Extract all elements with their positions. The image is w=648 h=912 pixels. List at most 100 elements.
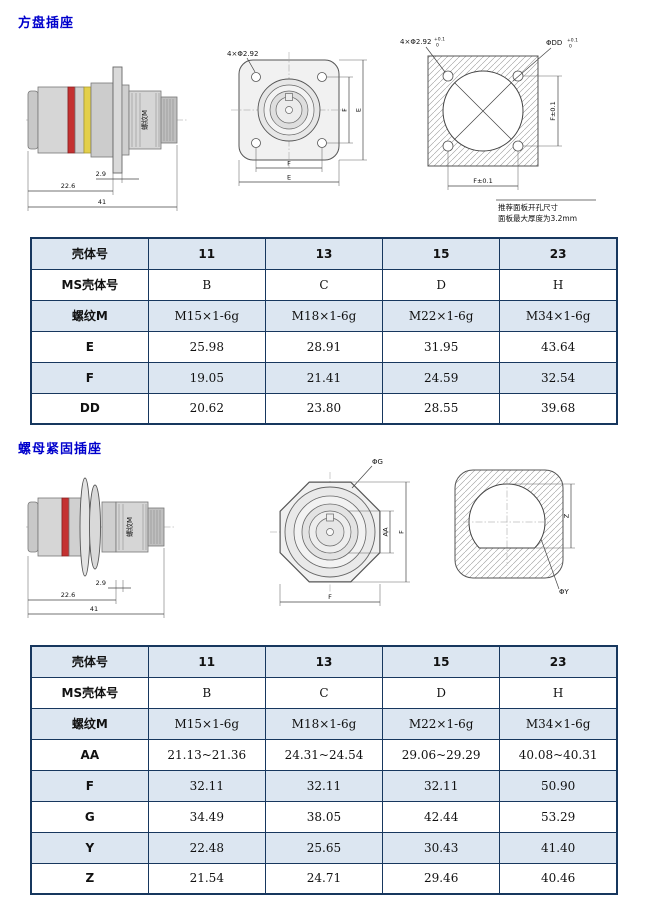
spec-cell: 29.46 bbox=[382, 862, 501, 895]
spec-cell: 28.55 bbox=[382, 392, 501, 425]
spec-cell: M18×1-6g bbox=[264, 299, 384, 332]
spec-cell: B bbox=[147, 676, 266, 709]
spec-cell: 43.64 bbox=[499, 330, 618, 363]
dim-label: E bbox=[355, 108, 363, 112]
thread-label: 螺纹M bbox=[125, 517, 134, 537]
mounting-hole bbox=[251, 138, 261, 148]
dim-label: F bbox=[328, 593, 332, 601]
spec-cell: 32.11 bbox=[382, 769, 501, 802]
jam-nut-side-view-drawing: 螺纹M 2.9 22.6 41 bbox=[26, 477, 176, 618]
front-view-dimensions: F E F E bbox=[238, 59, 367, 186]
holes-callout: 4×Φ2.92 bbox=[227, 50, 258, 58]
coupling-rings bbox=[257, 78, 321, 142]
panel-note: 推荐面板开孔尺寸 面板最大厚度为3.2mm bbox=[496, 199, 596, 223]
spec-row-label: AA bbox=[30, 738, 149, 771]
mounting-hole bbox=[251, 72, 261, 82]
mounting-hole bbox=[317, 138, 327, 148]
svg-text:ΦG: ΦG bbox=[372, 458, 383, 466]
square-flange-front-view-drawing: 4×Φ2.92 F E F E bbox=[227, 50, 367, 186]
svg-text:面板最大厚度为3.2mm: 面板最大厚度为3.2mm bbox=[498, 213, 577, 223]
spec-col-header: 壳体号 bbox=[30, 645, 149, 678]
cutout-dimensions: F±0.1 F±0.1 bbox=[447, 75, 562, 190]
spec-cell: 31.95 bbox=[382, 330, 501, 363]
coupling-rings bbox=[284, 486, 376, 578]
table-row: 螺纹M M15×1-6g M18×1-6g M22×1-6g M34×1-6g bbox=[30, 299, 618, 332]
jam-nut-front-view-drawing: ΦG AA F F bbox=[270, 458, 410, 606]
spec-cell: 23.80 bbox=[264, 392, 384, 425]
spec-cell: 53.29 bbox=[499, 800, 618, 833]
screw-hole bbox=[442, 140, 454, 152]
spec-col-header: 11 bbox=[147, 237, 266, 270]
y-callout: ΦY bbox=[540, 538, 570, 596]
spec-cell: 28.91 bbox=[264, 330, 384, 363]
spec-col-header: 13 bbox=[264, 237, 384, 270]
spec-cell: H bbox=[499, 268, 618, 301]
mounting-hole bbox=[317, 72, 327, 82]
spec-cell: 38.05 bbox=[264, 800, 384, 833]
spec-row-label: E bbox=[30, 330, 149, 363]
spec-cell: M15×1-6g bbox=[147, 299, 266, 332]
jam-nut-spec-table: 壳体号 11 13 15 23 MS壳体号 B C D H 螺纹M M15×1-… bbox=[30, 645, 618, 895]
svg-text:4×Φ2.92: 4×Φ2.92 bbox=[400, 38, 431, 46]
svg-text:0: 0 bbox=[436, 43, 439, 49]
table-row: MS壳体号 B C D H bbox=[30, 676, 618, 709]
spec-cell: M18×1-6g bbox=[264, 707, 384, 740]
g-callout: ΦG bbox=[351, 458, 383, 489]
spec-col-header: 23 bbox=[499, 645, 618, 678]
thread-hatch bbox=[131, 93, 160, 147]
spec-row-label: G bbox=[30, 800, 149, 833]
spec-cell: 32.54 bbox=[499, 361, 618, 394]
spec-col-header: 11 bbox=[147, 645, 266, 678]
section2-title: 螺母紧固插座 bbox=[18, 442, 103, 457]
dim-label: 41 bbox=[98, 198, 106, 206]
spec-cell: D bbox=[382, 676, 501, 709]
thread-label: 螺纹M bbox=[140, 110, 149, 130]
spec-cell: 21.41 bbox=[264, 361, 384, 394]
spec-cell: 21.13~21.36 bbox=[147, 738, 266, 771]
connector-body: 螺纹M bbox=[27, 66, 178, 174]
dim-label: 41 bbox=[90, 605, 98, 613]
holes-callout: 4×Φ2.92 +0.1 0 bbox=[400, 37, 446, 73]
spec-row-label: 螺纹M bbox=[30, 707, 149, 740]
spec-cell: M34×1-6g bbox=[499, 707, 618, 740]
spec-cell: 30.43 bbox=[382, 831, 501, 864]
table-row: 螺纹M M15×1-6g M18×1-6g M22×1-6g M34×1-6g bbox=[30, 707, 618, 740]
key-slot bbox=[326, 513, 334, 522]
spec-cell: M15×1-6g bbox=[147, 707, 266, 740]
jam-nut bbox=[89, 484, 101, 570]
square-flange-spec-table: 壳体号 11 13 15 23 MS壳体号 B C D H 螺纹M M15×1-… bbox=[30, 237, 618, 425]
svg-text:+0.1: +0.1 bbox=[434, 37, 445, 43]
dim-label: 2.9 bbox=[96, 579, 106, 587]
table-row: F 32.11 32.11 32.11 50.90 bbox=[30, 769, 618, 802]
spec-col-header: 壳体号 bbox=[30, 237, 149, 270]
spec-row-label: 螺纹M bbox=[30, 299, 149, 332]
spec-cell: C bbox=[264, 268, 384, 301]
dim-label: AA bbox=[382, 527, 390, 537]
table-row: AA 21.13~21.36 24.31~24.54 29.06~29.29 4… bbox=[30, 738, 618, 771]
spec-cell: 22.48 bbox=[147, 831, 266, 864]
side-view-dimensions: 2.9 22.6 41 bbox=[27, 548, 165, 618]
spec-cell: 40.46 bbox=[499, 862, 618, 895]
lock-washer bbox=[79, 477, 91, 577]
spec-row-label: F bbox=[30, 769, 149, 802]
spec-cell: 32.11 bbox=[147, 769, 266, 802]
svg-text:推荐面板开孔尺寸: 推荐面板开孔尺寸 bbox=[498, 202, 558, 212]
spec-row-label: Y bbox=[30, 831, 149, 864]
table-row: Y 22.48 25.65 30.43 41.40 bbox=[30, 831, 618, 864]
spec-cell: 24.71 bbox=[264, 862, 384, 895]
spec-row-label: F bbox=[30, 361, 149, 394]
cutout-dimensions: Z bbox=[509, 483, 575, 549]
table-row: G 34.49 38.05 42.44 53.29 bbox=[30, 800, 618, 833]
spec-cell: C bbox=[264, 676, 384, 709]
dim-label: E bbox=[287, 174, 291, 182]
spec-cell: B bbox=[147, 268, 266, 301]
spec-cell: 50.90 bbox=[499, 769, 618, 802]
spec-cell: 21.54 bbox=[147, 862, 266, 895]
spec-cell: 40.08~40.31 bbox=[499, 738, 618, 771]
spec-cell: 32.11 bbox=[264, 769, 384, 802]
mounting-flange bbox=[112, 66, 123, 174]
spec-col-header: 15 bbox=[382, 237, 501, 270]
svg-text:0: 0 bbox=[569, 44, 572, 50]
spec-cell: 29.06~29.29 bbox=[382, 738, 501, 771]
